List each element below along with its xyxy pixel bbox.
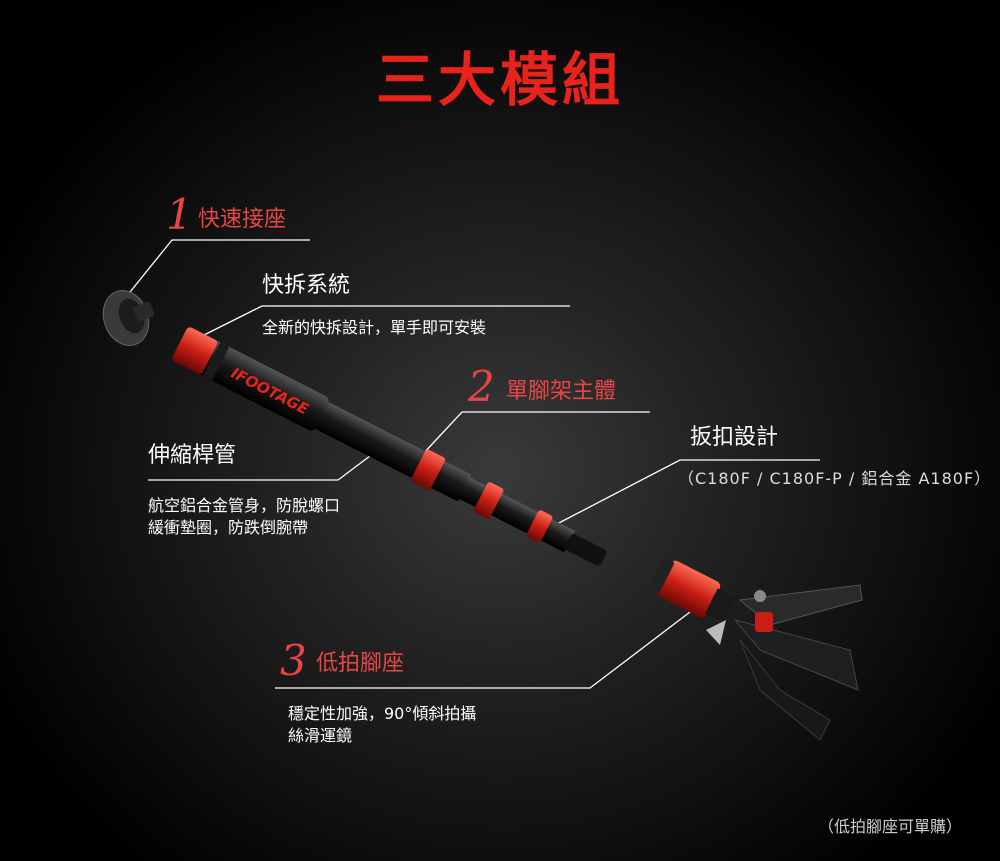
clamp-spec: （C180F / C180F-P / 鋁合金 A180F） [678,469,992,488]
tube-desc-line1: 航空鋁合金管身，防脫螺口 [148,496,341,515]
tube-desc-line2: 緩衝墊圈，防跌倒腕帶 [148,518,309,537]
leader-line-quick-mount [129,239,310,293]
quick-release-desc: 全新的快拆設計，單手即可安裝 [262,318,487,337]
leader-lines [129,239,820,689]
low-base-label: 低拍腳座 [316,651,405,676]
leader-line-tube [148,449,379,481]
low-angle-base [649,557,863,741]
quick-release-label: 快拆系統 [262,273,351,298]
module-number-1: 1 [166,190,193,239]
leader-line-quick-release [197,305,570,339]
quick-mount-label: 快速接座 [198,207,287,232]
low-base-desc-line1: 穩定性加強，90°傾斜拍攝 [288,704,477,723]
page-title: 三大模組 [375,46,624,114]
monopod-body-label: 單腳架主體 [506,379,617,404]
module-number-2: 2 [468,362,495,411]
module-number-3: 3 [280,636,307,685]
low-base-desc-line2: 絲滑運鏡 [288,726,353,745]
leader-line-body [421,411,650,456]
monopod-body: IFOOTAGE [172,327,607,566]
leader-line-low-base [275,611,691,689]
clamp-label: 扳扣設計 [690,425,779,450]
leader-line-clamp [554,459,820,526]
quick-mount-part [102,290,155,346]
tube-label: 伸縮桿管 [148,443,237,468]
footnote: （低拍腳座可單購） [818,817,963,836]
